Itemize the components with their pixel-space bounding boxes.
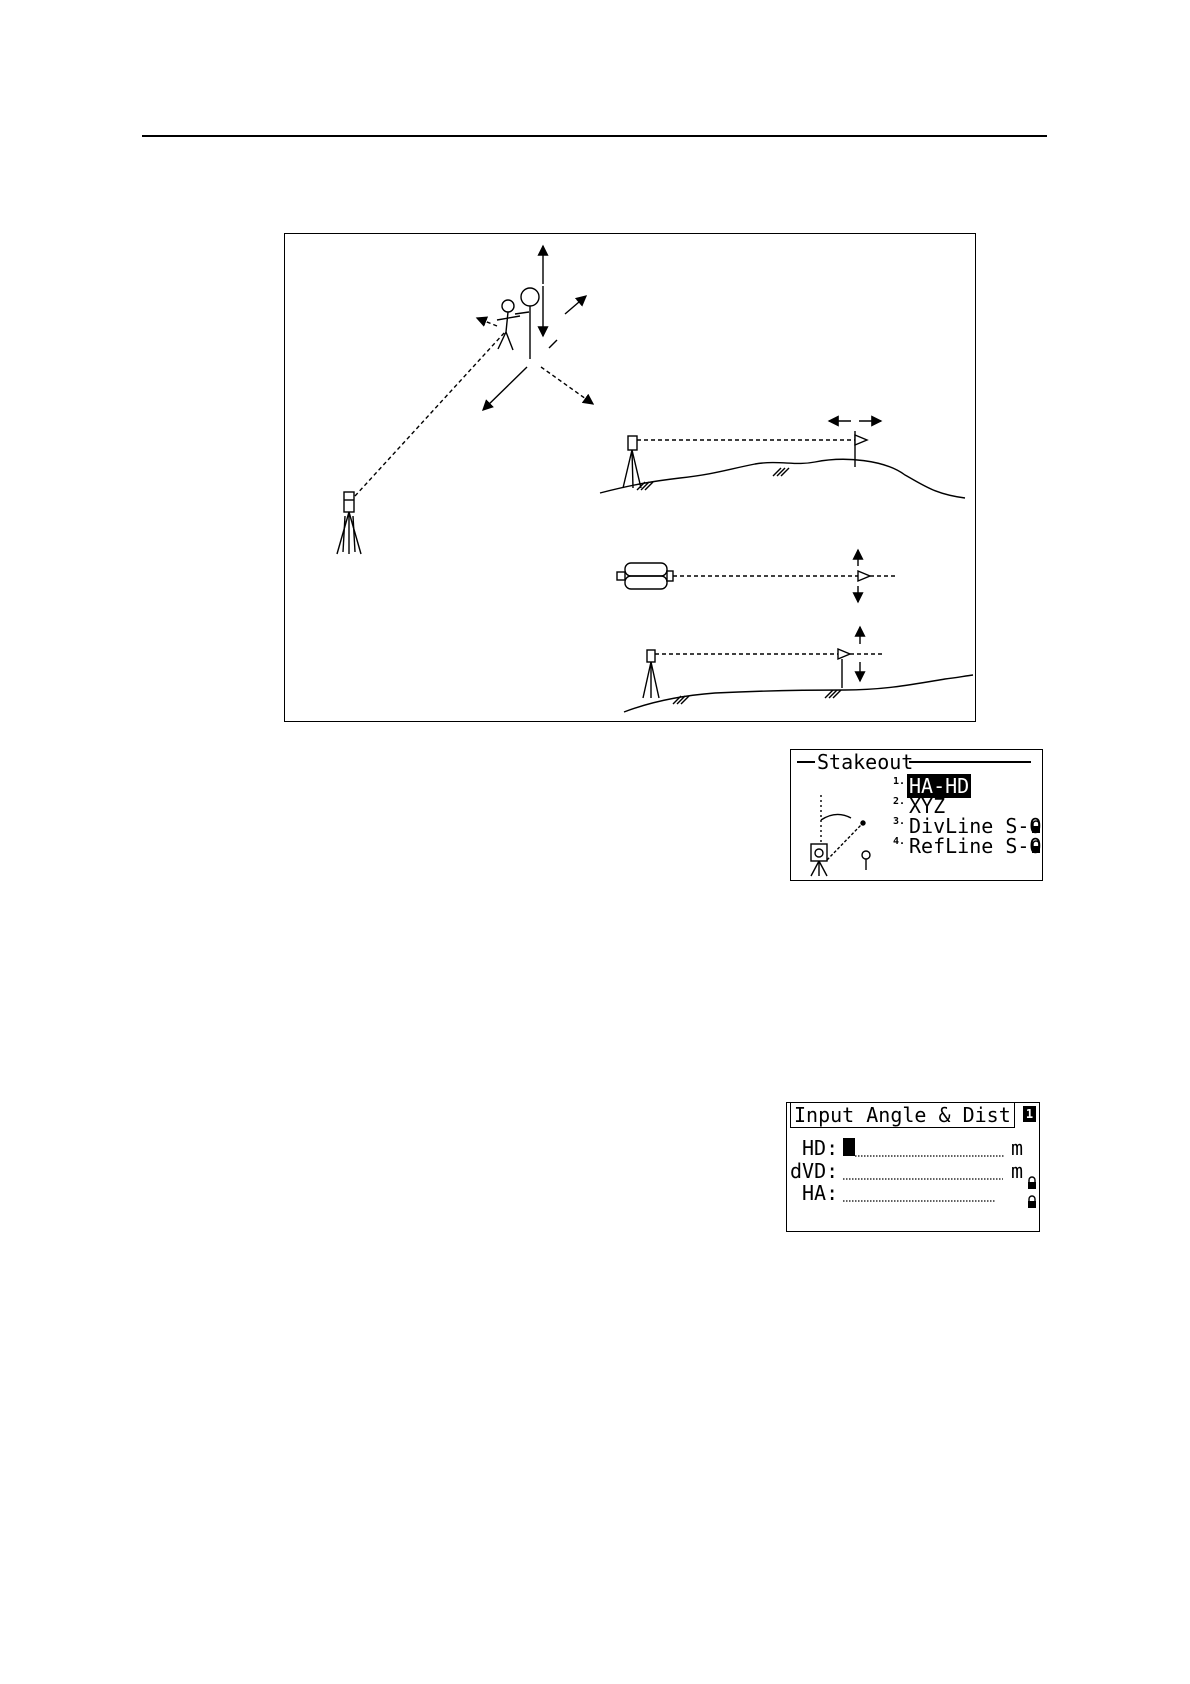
menu-item-number: 3. xyxy=(893,817,905,827)
hd-label: HD: xyxy=(802,1138,838,1158)
menu-item-number: 1. xyxy=(893,777,905,787)
menu-item-xyz[interactable]: XYZ xyxy=(909,796,945,816)
text-cursor xyxy=(843,1138,855,1156)
total-station-icon xyxy=(643,650,659,698)
ha-label: HA: xyxy=(802,1183,838,1203)
screen-title: Input Angle & Dist xyxy=(790,1105,1015,1125)
lock-icon xyxy=(1031,840,1041,854)
hd-input[interactable] xyxy=(843,1138,855,1158)
input-angle-dist-screen: Input Angle & Dist 1 HD: m dVD: m HA: xyxy=(786,1102,1040,1232)
lock-icon xyxy=(1027,1195,1037,1209)
prism-pole-icon xyxy=(497,288,539,359)
stakeout-menu-screen: Stakeout 1. HA-HD 2. XYZ 3. DivLine S-O … xyxy=(790,749,1043,881)
level-instrument-icon xyxy=(617,563,673,589)
menu-item-number: 2. xyxy=(893,797,905,807)
dvd-unit: m xyxy=(1011,1161,1023,1181)
stakeout-title: Stakeout xyxy=(817,752,913,772)
lock-icon xyxy=(1027,1176,1037,1190)
header-rule xyxy=(142,135,1047,137)
dvd-label: dVD: xyxy=(790,1161,838,1181)
menu-item-ha-hd[interactable]: HA-HD xyxy=(907,776,971,796)
stakeout-diagram-icon xyxy=(811,795,870,876)
lock-icon xyxy=(1031,820,1041,834)
menu-item-number: 4. xyxy=(893,837,905,847)
total-station-icon xyxy=(337,492,361,554)
stakeout-illustration xyxy=(284,233,976,722)
page-indicator: 1 xyxy=(1023,1106,1036,1122)
ha-input[interactable] xyxy=(843,1183,995,1203)
hd-unit: m xyxy=(1011,1138,1023,1158)
menu-item-divline-so[interactable]: DivLine S-O xyxy=(909,816,1041,836)
dvd-input[interactable] xyxy=(843,1161,1003,1181)
menu-item-refline-so[interactable]: RefLine S-O xyxy=(909,836,1041,856)
total-station-icon xyxy=(623,436,641,488)
